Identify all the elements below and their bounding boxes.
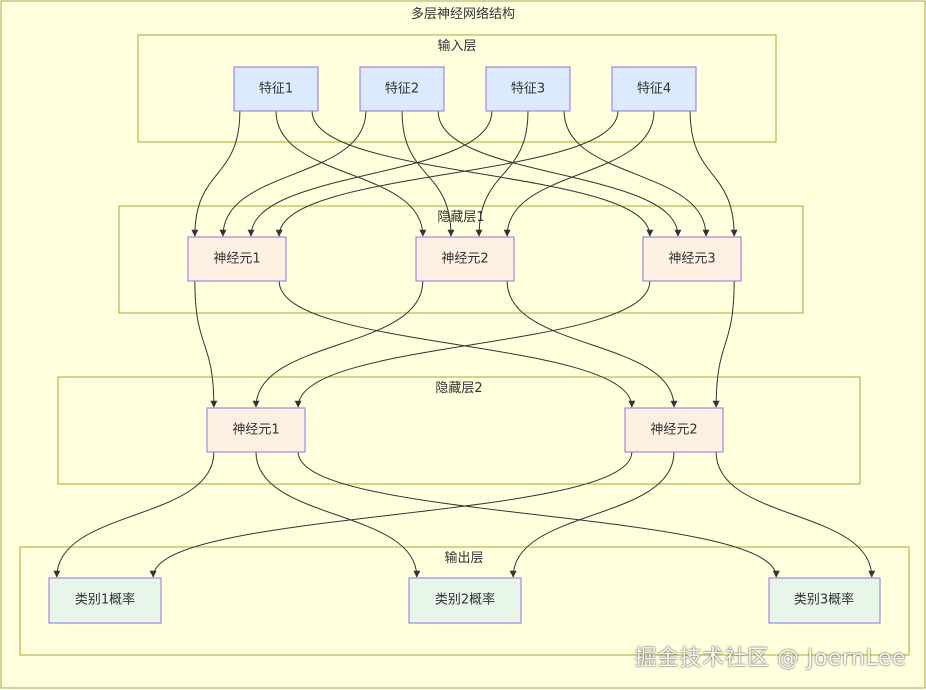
watermark-text: 掘金技术社区 @ JoernLee	[634, 646, 906, 671]
edge-h2n2-to-o2	[509, 451, 675, 578]
node-hidden1-neuron-2[interactable]: 神经元2	[415, 236, 515, 282]
edge-h2n1-to-o3	[297, 451, 780, 578]
edge-f3-to-h1n1	[247, 110, 493, 237]
node-feature-1-label: 特征1	[259, 82, 293, 97]
edge-h1n2-to-h2n2	[506, 280, 678, 408]
edge-f3-to-h1n3	[563, 110, 710, 237]
edge-f1-to-h1n2	[275, 110, 427, 237]
node-hidden1-neuron-2-label: 神经元2	[441, 252, 488, 267]
edge-f1-to-h1n1	[191, 110, 241, 237]
input-layer-label: 输入层	[437, 38, 476, 54]
edge-h2n2-to-o1	[149, 451, 633, 578]
edge-h1n2-to-h2n1	[252, 280, 424, 408]
node-feature-3[interactable]: 特征3	[485, 66, 571, 112]
node-output-class-3-label: 类别3概率	[794, 592, 854, 608]
node-hidden1-neuron-1-label: 神经元1	[213, 252, 260, 267]
node-hidden1-neuron-3-label: 神经元3	[668, 252, 715, 267]
edge-f2-to-h1n1	[219, 110, 367, 237]
node-feature-4[interactable]: 特征4	[611, 66, 697, 112]
diagram-title: 多层神经网络结构	[411, 6, 515, 22]
edge-f2-to-h1n3	[437, 110, 682, 237]
node-output-class-3[interactable]: 类别3概率	[768, 577, 881, 624]
edge-h1n1-to-h2n2	[278, 280, 636, 408]
node-feature-3-label: 特征3	[511, 82, 545, 97]
node-hidden2-neuron-1[interactable]: 神经元1	[206, 407, 306, 453]
node-hidden1-neuron-1[interactable]: 神经元1	[187, 236, 287, 282]
node-feature-2[interactable]: 特征2	[359, 66, 445, 112]
hidden-layer-2-label: 隐藏层2	[435, 381, 482, 396]
edge-h2n1-to-o1	[53, 451, 215, 578]
node-hidden1-neuron-3[interactable]: 神经元3	[642, 236, 742, 282]
node-hidden2-neuron-2-label: 神经元2	[650, 423, 697, 438]
edge-f3-to-h1n2	[475, 110, 529, 237]
node-feature-1[interactable]: 特征1	[233, 66, 319, 112]
edge-f4-to-h1n3	[689, 110, 738, 237]
edge-h1n3-to-h2n2	[712, 280, 735, 408]
hidden-layer-2-cluster	[57, 376, 861, 485]
node-hidden2-neuron-1-label: 神经元1	[232, 423, 279, 438]
edges-group	[53, 110, 876, 578]
node-output-class-1-label: 类别1概率	[75, 592, 135, 608]
edge-h1n3-to-h2n1	[294, 280, 651, 408]
node-feature-2-label: 特征2	[385, 82, 419, 97]
edge-f1-to-h1n3	[311, 110, 654, 237]
edge-h1n1-to-h2n1	[194, 280, 218, 408]
edge-f4-to-h1n1	[275, 110, 619, 237]
output-layer-label: 输出层	[444, 550, 483, 566]
edge-f4-to-h1n2	[503, 110, 655, 237]
edge-h2n2-to-o3	[715, 451, 876, 578]
node-output-class-2[interactable]: 类别2概率	[408, 577, 522, 624]
node-hidden2-neuron-2[interactable]: 神经元2	[624, 407, 724, 453]
edge-f2-to-h1n2	[401, 110, 455, 237]
hidden-layer-1-label: 隐藏层1	[437, 210, 484, 225]
node-output-class-1[interactable]: 类别1概率	[48, 577, 162, 624]
node-feature-4-label: 特征4	[637, 82, 671, 97]
edge-h2n1-to-o2	[255, 451, 421, 578]
node-output-class-2-label: 类别2概率	[435, 592, 495, 608]
